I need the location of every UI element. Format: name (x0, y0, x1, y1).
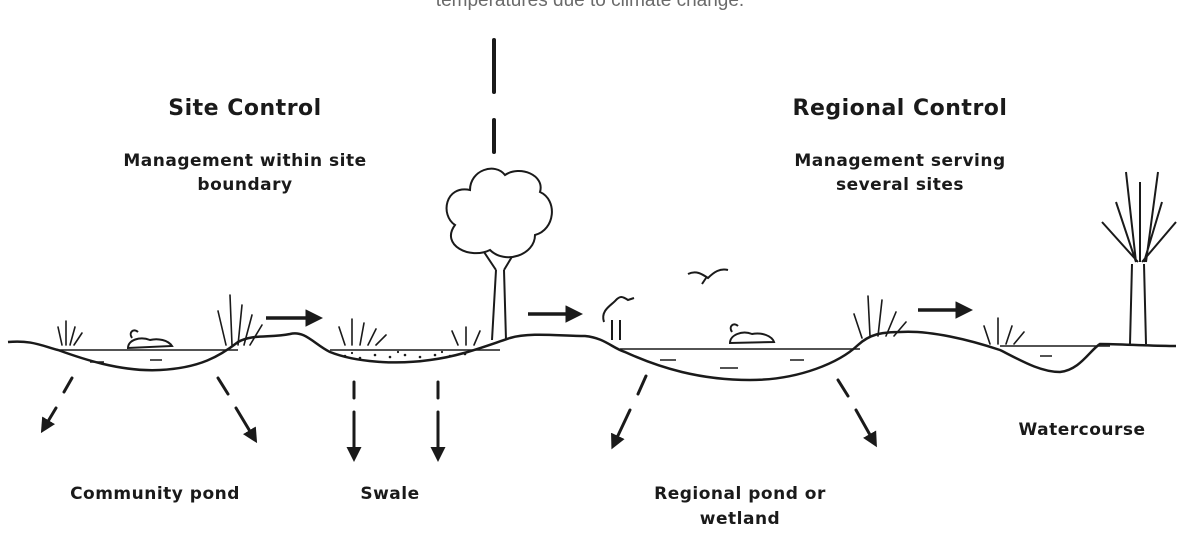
duck-right (730, 324, 774, 343)
infiltration-arrows (44, 376, 874, 456)
reed-clumps (58, 295, 1024, 345)
flow-arrows-horizontal (266, 310, 966, 318)
duck-left (128, 330, 172, 348)
tree-right (1102, 172, 1176, 344)
flying-bird (688, 269, 728, 284)
ground-line (8, 332, 1176, 380)
heron (603, 297, 634, 340)
